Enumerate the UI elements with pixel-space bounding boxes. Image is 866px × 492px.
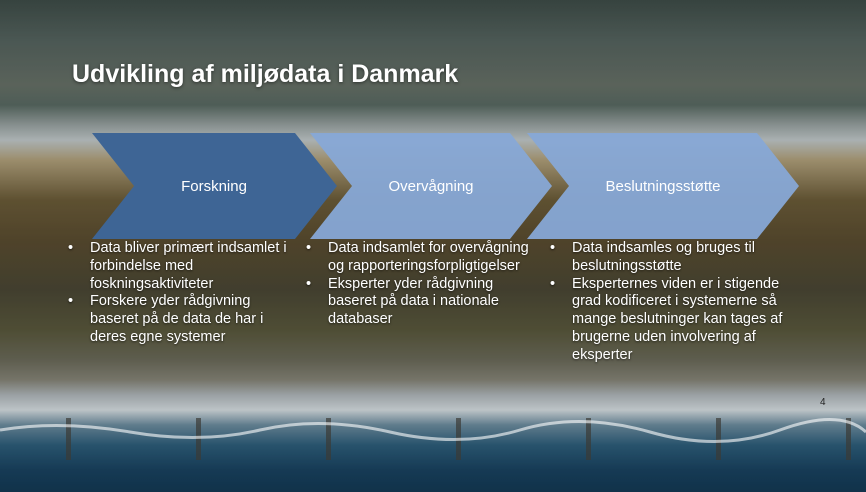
bullet-item: Eksperter yder rådgivning baseret på dat… [302,276,532,329]
slide-title: Udvikling af miljødata i Danmark [72,60,459,88]
bullet-item: Forskere yder rådgivning baseret på de d… [64,293,292,346]
bullet-list-overvagning: Data indsamlet for overvågning og rappor… [302,240,532,329]
bullet-item: Data bliver primært indsamlet i forbinde… [64,240,292,293]
page-number: 4 [820,397,826,408]
step-label-forskning: Forskning [181,178,247,195]
step-label-beslutningsstotte: Beslutningsstøtte [605,178,720,195]
bullet-list-forskning: Data bliver primært indsamlet i forbinde… [64,240,292,347]
chevron-overvagning [310,133,552,239]
step-label-overvagning: Overvågning [388,178,473,195]
bullet-list-beslutningsstotte: Data indsamles og bruges til beslutnings… [546,240,786,365]
chevron-forskning [92,133,337,239]
bullet-item: Eksperternes viden er i stigende grad ko… [546,276,786,365]
chevron-beslutningsstotte [527,133,799,239]
bullet-item: Data indsamles og bruges til beslutnings… [546,240,786,276]
bullet-item: Data indsamlet for overvågning og rappor… [302,240,532,276]
